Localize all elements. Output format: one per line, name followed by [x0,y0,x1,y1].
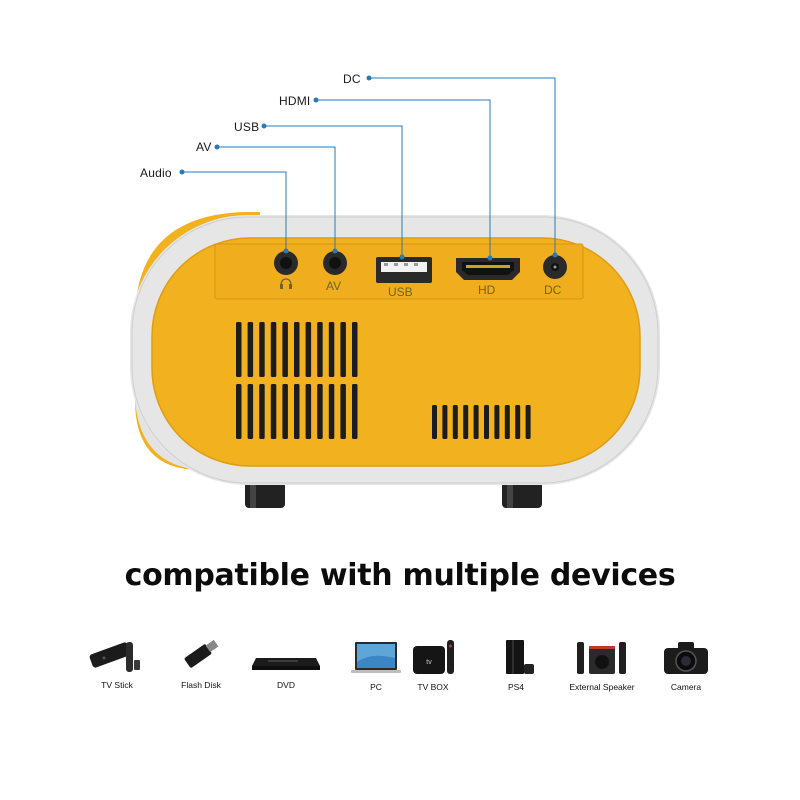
vent-slot [484,405,489,439]
av-port-label: AV [326,279,341,293]
device-camera: Camera [636,636,736,692]
vent-slot [494,405,500,439]
vent-slot [247,384,254,439]
vent-slot [236,322,242,377]
callout-dc-label: DC [343,72,361,86]
tv-box-icon: tv [413,640,454,674]
vent-slot [282,322,288,377]
usb-port [376,257,432,283]
vent-slot [525,405,531,439]
device-external-speaker: External Speaker [552,636,652,692]
av-port [323,251,347,275]
vent-slot [305,322,312,377]
vent-slot [340,322,346,377]
callout-lines [179,75,558,261]
projector-feet [245,482,542,508]
vent-slot [317,384,323,439]
dc-port [543,255,567,279]
vent-slot [432,405,437,439]
projector-back-panel: AV USB HD DC [130,75,660,508]
vent-slot [452,405,458,439]
vent-slot [259,322,265,377]
usb-port-label: USB [388,285,413,299]
vent-slot [270,384,277,439]
vent-grille-left [236,322,358,439]
vent-slot [317,322,323,377]
callout-hdmi-label: HDMI [279,94,311,108]
callout-usb-label: USB [234,120,260,134]
callout-av-label: AV [196,140,212,154]
vent-slot [504,405,510,439]
device-dvd: DVD [236,636,336,690]
vent-grille-right [432,405,531,439]
vent-slot [463,405,469,439]
vent-slot [270,322,277,377]
hdmi-port [456,258,520,280]
headphone-icon [280,278,292,289]
vent-slot [515,405,521,439]
vent-slot [305,384,312,439]
device-pc: PC [326,636,426,692]
speaker-icon [577,642,626,674]
headline: compatible with multiple devices [124,558,676,593]
device-flash-disk: Flash Disk [151,636,251,690]
laptop-icon [351,642,401,673]
vent-slot [352,384,358,439]
hd-port-label: HD [478,283,496,297]
audio-port [274,251,298,275]
vent-slot [294,322,300,377]
vent-slot [473,405,479,439]
tv-stick-icon [89,642,140,672]
dc-port-label: DC [544,283,562,297]
vent-slot [352,322,358,377]
vent-slot [340,384,346,439]
device-tv-stick: TV Stick [67,636,167,690]
flash-disk-icon [184,639,219,668]
vent-slot [442,405,448,439]
vent-slot [247,322,254,377]
vent-slot [328,384,335,439]
callout-audio-label: Audio [140,166,172,180]
device-tv-box: tv TV BOX [383,636,483,692]
svg-text:tv: tv [426,659,432,666]
vent-slot [294,384,300,439]
dvd-player-icon [252,658,320,670]
device-ps4: PS4 [466,636,566,692]
vent-slot [259,384,265,439]
ps4-console-icon [506,640,534,674]
vent-slot [328,322,335,377]
vent-slot [282,384,288,439]
vent-slot [236,384,242,439]
camera-icon [664,642,708,674]
